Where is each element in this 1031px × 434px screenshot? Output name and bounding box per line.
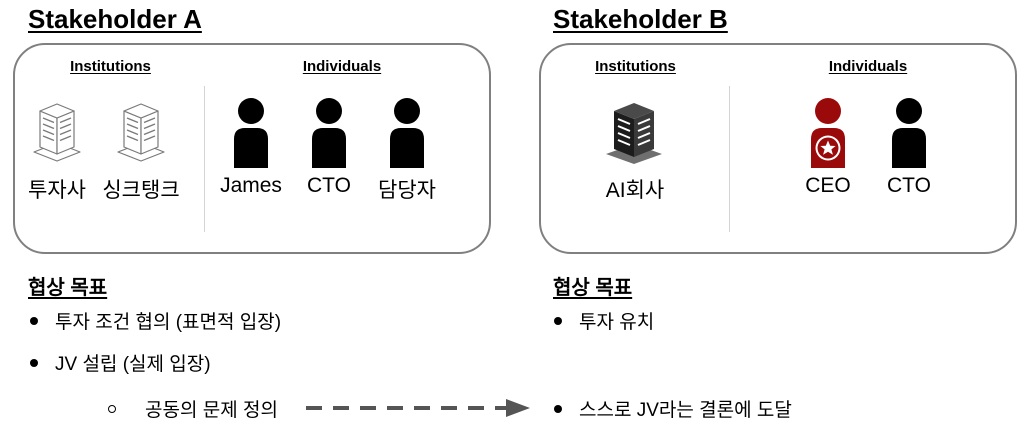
building-outline-icon: [117, 103, 165, 162]
stakeholder-a-goal-item: JV 설립 (실제 입장): [30, 349, 211, 376]
stakeholder-a-institutions-heading: Institutions: [70, 58, 151, 75]
stakeholder-b-title: Stakeholder B: [553, 4, 728, 34]
bullet-icon: [30, 316, 38, 325]
institution-label-thinktank: 싱크탱크: [102, 179, 180, 202]
building-solid-icon: [606, 103, 662, 164]
individual-label-ceo: CEO: [805, 174, 851, 197]
bullet-icon: [554, 316, 562, 325]
person-icon: [312, 98, 346, 168]
person-icon: [234, 98, 268, 168]
person-icon: [892, 98, 926, 168]
goal-text: 투자 조건 협의 (표면적 입장): [55, 312, 282, 333]
person-star-icon: [811, 98, 845, 168]
hollow-bullet-icon: [108, 404, 116, 413]
building-outline-icon: [33, 103, 81, 162]
individual-label-cto-b: CTO: [887, 174, 931, 197]
sub-goal-text: 공동의 문제 정의: [145, 400, 278, 421]
stakeholder-b-goal-item: 투자 유치: [554, 307, 654, 334]
individual-label-james: James: [220, 174, 282, 197]
stakeholder-b-outcome: 스스로 JV라는 결론에 도달: [554, 395, 792, 422]
institution-label-investor: 투자사: [28, 179, 86, 202]
stakeholder-b-goal-title: 협상 목표: [553, 277, 633, 299]
stakeholder-b-divider: [729, 86, 730, 232]
stakeholder-a-individuals-heading: Individuals: [302, 58, 382, 75]
bullet-icon: [30, 358, 38, 367]
goal-text: JV 설립 (실제 입장): [55, 354, 211, 375]
stakeholder-b-institutions-heading: Institutions: [595, 58, 676, 75]
bullet-icon: [554, 404, 562, 413]
institution-label-ai-company: AI회사: [605, 179, 665, 202]
stakeholder-b-individuals-heading: Individuals: [828, 58, 908, 75]
outcome-text: 스스로 JV라는 결론에 도달: [579, 400, 792, 421]
dashed-arrow-icon: [306, 399, 530, 417]
person-icon: [390, 98, 424, 168]
stakeholder-a-goal-item: 투자 조건 협의 (표면적 입장): [30, 307, 281, 334]
stakeholder-a-divider: [204, 86, 205, 232]
stakeholder-a-title: Stakeholder A: [28, 4, 202, 34]
goal-text: 투자 유치: [579, 312, 655, 333]
individual-label-manager: 담당자: [378, 179, 436, 202]
stakeholder-a-goal-title: 협상 목표: [28, 277, 108, 299]
stakeholder-a-sub-goal: 공동의 문제 정의: [108, 395, 278, 422]
individual-label-cto-a: CTO: [307, 174, 351, 197]
